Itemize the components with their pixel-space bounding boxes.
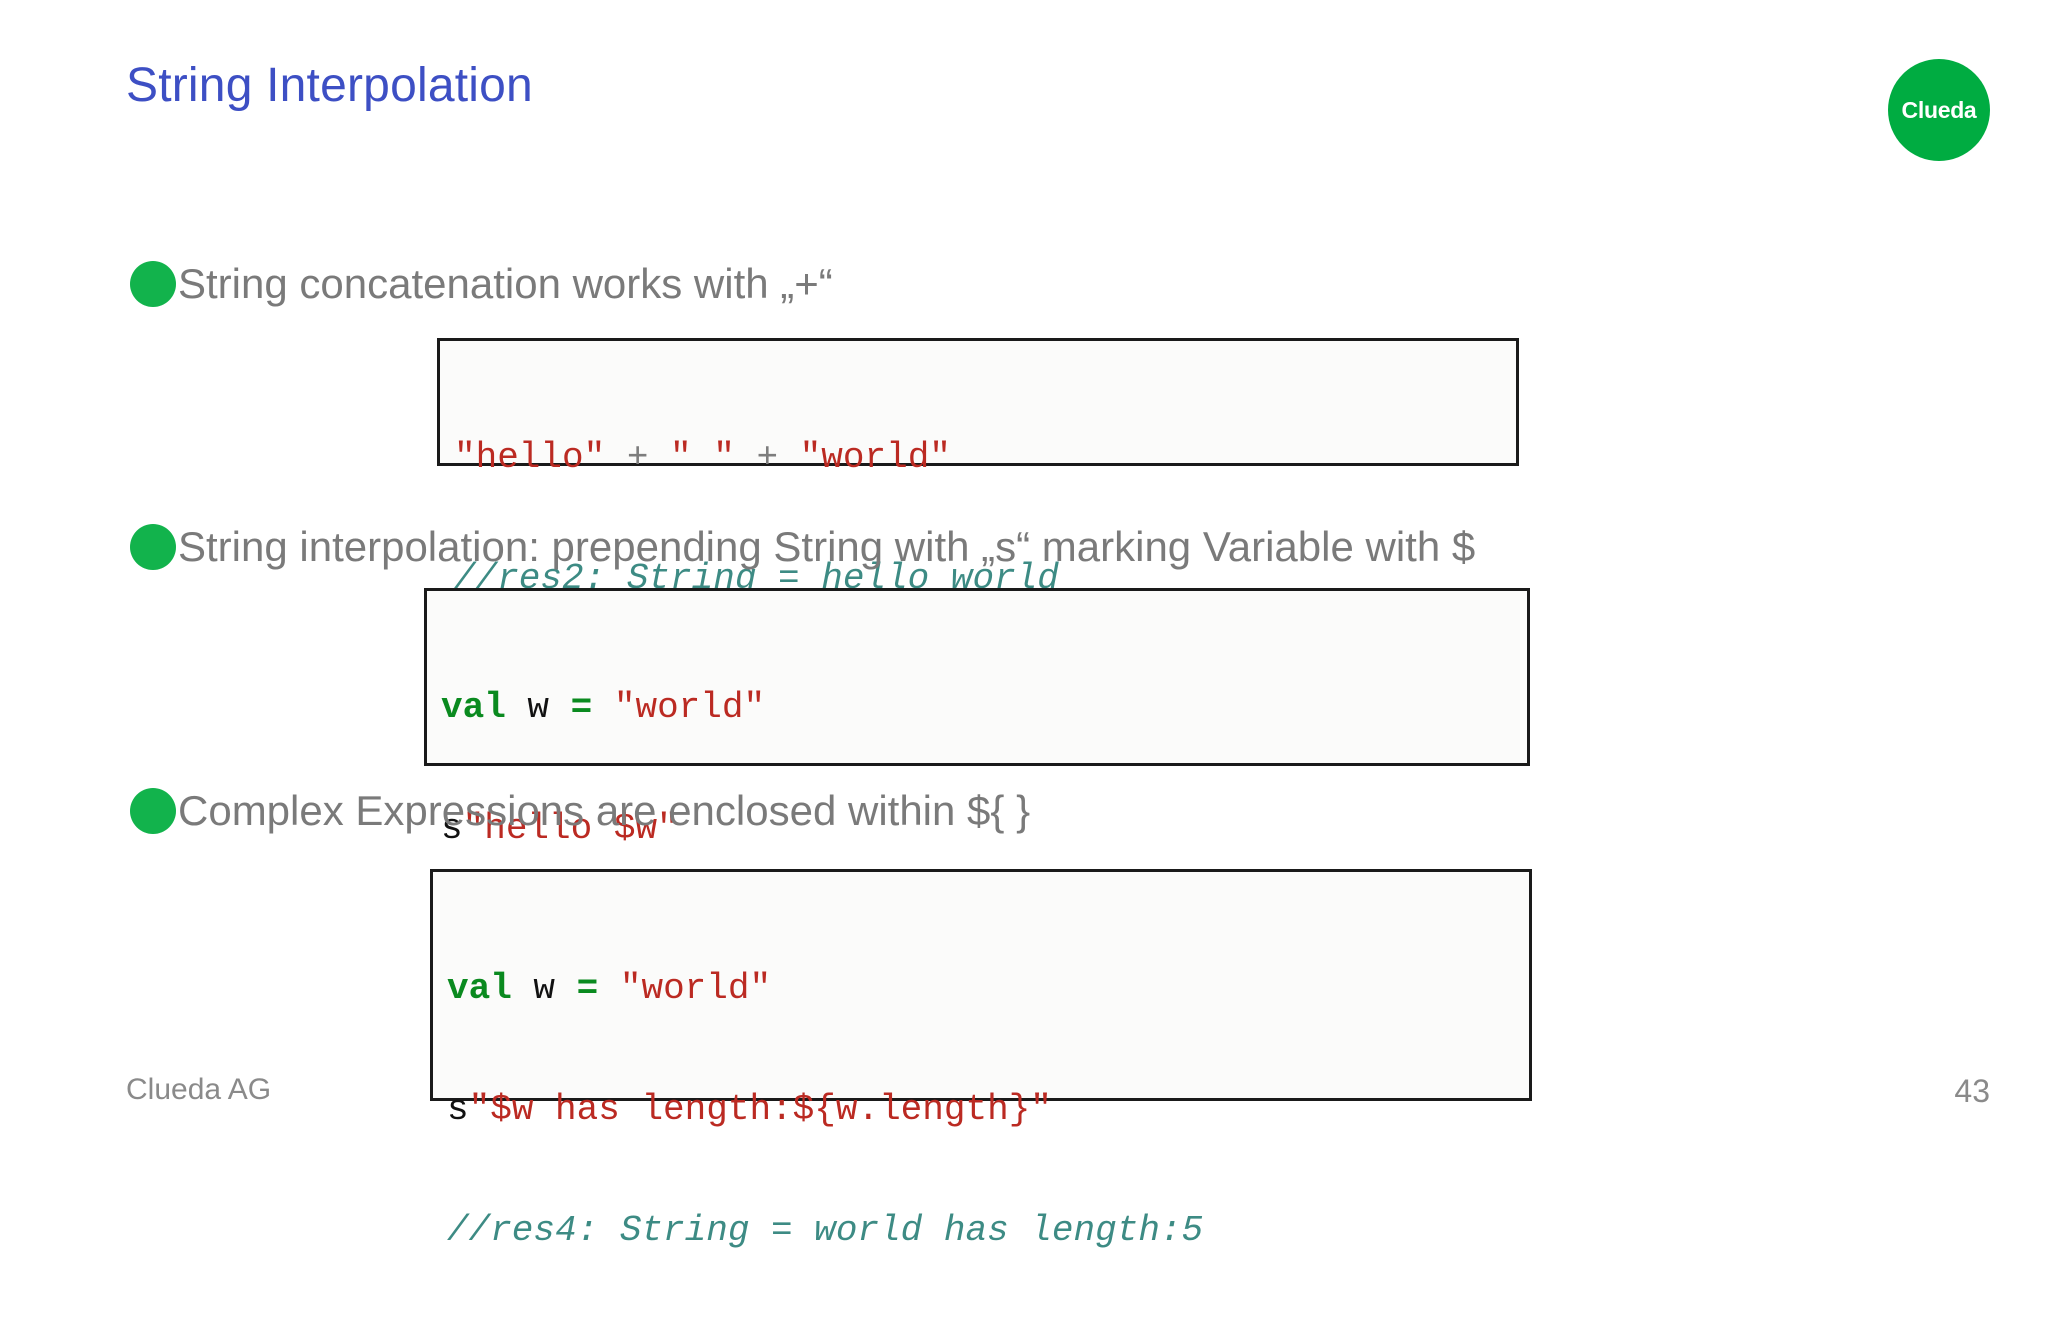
code-token-space <box>555 968 577 1009</box>
logo-label: Clueda <box>1901 96 1977 123</box>
code-token-interpolator: s <box>441 807 463 849</box>
bullet-item-3: Complex Expressions are enclosed within … <box>130 788 1030 834</box>
code-token-keyword: val <box>447 967 512 1009</box>
bullet-dot-icon <box>130 788 176 834</box>
code-line: s"$w has length:${w.length}" <box>447 1088 1529 1130</box>
code-block-interpolation: val w = "world" s"hello $w" //res3: Stri… <box>424 588 1530 969</box>
code-token-string: " " <box>670 436 735 478</box>
code-token-space <box>598 968 620 1009</box>
bullet-label-2: String interpolation: prepending String … <box>178 523 1476 570</box>
bullet-item-1: String concatenation works with „+“ <box>130 261 833 307</box>
code-token-space <box>512 968 534 1009</box>
code-token-identifier: w <box>527 686 550 728</box>
code-token-string: "$w has length:${w.length}" <box>468 1088 1052 1130</box>
bullet-dot-icon <box>130 261 176 307</box>
code-line: val w = "world" <box>447 967 1529 1009</box>
code-token-operator: + <box>734 436 800 478</box>
code-line: //res4: String = world has length:5 <box>447 1209 1529 1251</box>
code-token-interpolator: s <box>447 1088 469 1130</box>
code-block-complex-expression: val w = "world" s"$w has length:${w.leng… <box>430 869 1532 1250</box>
bullet-label-1: String concatenation works with „+“ <box>178 260 833 307</box>
code-token-string: "world" <box>619 967 772 1009</box>
page-title: String Interpolation <box>126 59 533 112</box>
code-token-space <box>549 687 571 728</box>
page-number: 43 <box>1954 1073 1990 1109</box>
bullet-dot-icon <box>130 524 176 570</box>
code-token-string: "hello $w" <box>462 807 679 849</box>
code-token-string: "hello" <box>454 436 606 478</box>
code-line: "hello" + " " + "world" <box>454 436 1516 478</box>
code-token-string: "world" <box>613 686 766 728</box>
code-token-string: "world" <box>799 436 951 478</box>
code-token-assign: = <box>570 686 593 728</box>
code-token-space <box>506 687 528 728</box>
code-line: val w = "world" <box>441 686 1527 728</box>
code-token-comment: //res4: String = world has length:5 <box>447 1209 1204 1251</box>
code-token-operator: + <box>605 436 671 478</box>
footer-company: Clueda AG <box>126 1073 272 1106</box>
code-token-assign: = <box>576 967 599 1009</box>
code-token-identifier: w <box>533 967 556 1009</box>
code-line: s"hello $w" <box>441 807 1527 849</box>
code-block-concatenation: "hello" + " " + "world" //res2: String =… <box>437 338 1519 598</box>
code-token-keyword: val <box>441 686 506 728</box>
slide: String Interpolation Clueda String conca… <box>126 59 1990 1251</box>
bullet-item-2: String interpolation: prepending String … <box>130 524 1475 570</box>
clueda-logo: Clueda <box>1888 59 1990 161</box>
bullet-label-3: Complex Expressions are enclosed within … <box>178 787 1031 834</box>
code-token-space <box>592 687 614 728</box>
